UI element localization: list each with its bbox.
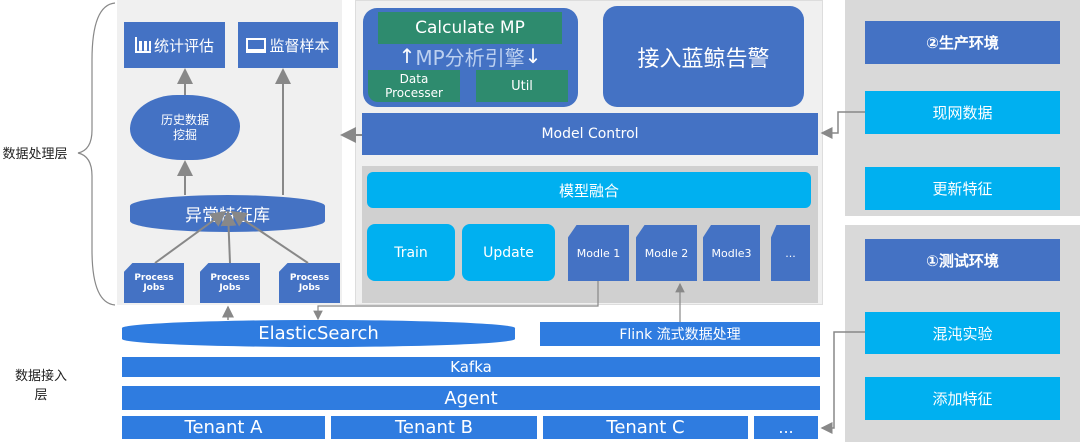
stats-box: 统计评估 <box>124 22 225 68</box>
process-job: Process Jobs <box>279 263 340 303</box>
arrow-up-icon: ↑ <box>398 44 416 68</box>
test-add-features: 添加特征 <box>865 377 1060 420</box>
arrow-job2-db <box>220 210 237 264</box>
arrow-job3-db <box>230 210 309 264</box>
layer-label-processing: 数据处理层 <box>2 146 68 162</box>
process-job: Process Jobs <box>124 263 184 303</box>
model-more: ... <box>771 225 810 281</box>
model-1: Modle 1 <box>568 225 629 281</box>
monitor-label: 监督样本 <box>269 36 330 55</box>
mp-engine-label: MP分析引擎 <box>415 45 525 70</box>
monitor-icon <box>246 37 267 53</box>
model-2: Modle 2 <box>636 225 697 281</box>
monitor-box: 监督样本 <box>238 22 338 68</box>
agent: Agent <box>122 386 820 410</box>
elasticsearch: ElasticSearch <box>122 320 515 347</box>
arrow-down-icon: ↓ <box>524 44 542 68</box>
line-model1-es <box>313 281 599 321</box>
calculate-mp: Calculate MP <box>378 12 562 44</box>
kafka: Kafka <box>122 357 820 377</box>
line-test <box>820 331 865 434</box>
history-mining-cloud: 历史数据 挖掘 <box>130 95 240 160</box>
tenant-b: Tenant B <box>331 416 537 439</box>
model-fusion: 模型融合 <box>367 172 811 208</box>
mp-engine-title: ↑MP分析引擎↓ <box>370 42 570 70</box>
brace <box>77 2 116 306</box>
update-box: Update <box>462 224 555 281</box>
train-box: Train <box>367 224 455 281</box>
arrow-job1-db <box>154 210 227 264</box>
bluewhale-alert: 接入蓝鲸告警 <box>603 6 804 107</box>
model-control: Model Control <box>362 113 818 155</box>
util: Util <box>476 70 568 102</box>
model-3: Modle3 <box>703 225 760 281</box>
test-env-title: ①测试环境 <box>865 239 1060 281</box>
process-job: Process Jobs <box>200 263 260 303</box>
prod-update-features: 更新特征 <box>865 167 1060 210</box>
tenant-a: Tenant A <box>122 416 325 439</box>
test-chaos-experiment: 混沌实验 <box>865 312 1060 354</box>
tenant-more: ... <box>754 416 818 439</box>
flink: Flink 流式数据处理 <box>540 322 820 346</box>
line-prod <box>820 111 865 139</box>
bar-chart-icon <box>134 37 151 53</box>
data-processer: Data Processer <box>368 70 460 102</box>
prod-env-title: ②生产环境 <box>865 21 1060 64</box>
prod-live-data: 现网数据 <box>865 91 1060 134</box>
stats-label: 统计评估 <box>153 36 214 55</box>
tenant-c: Tenant C <box>543 416 748 439</box>
